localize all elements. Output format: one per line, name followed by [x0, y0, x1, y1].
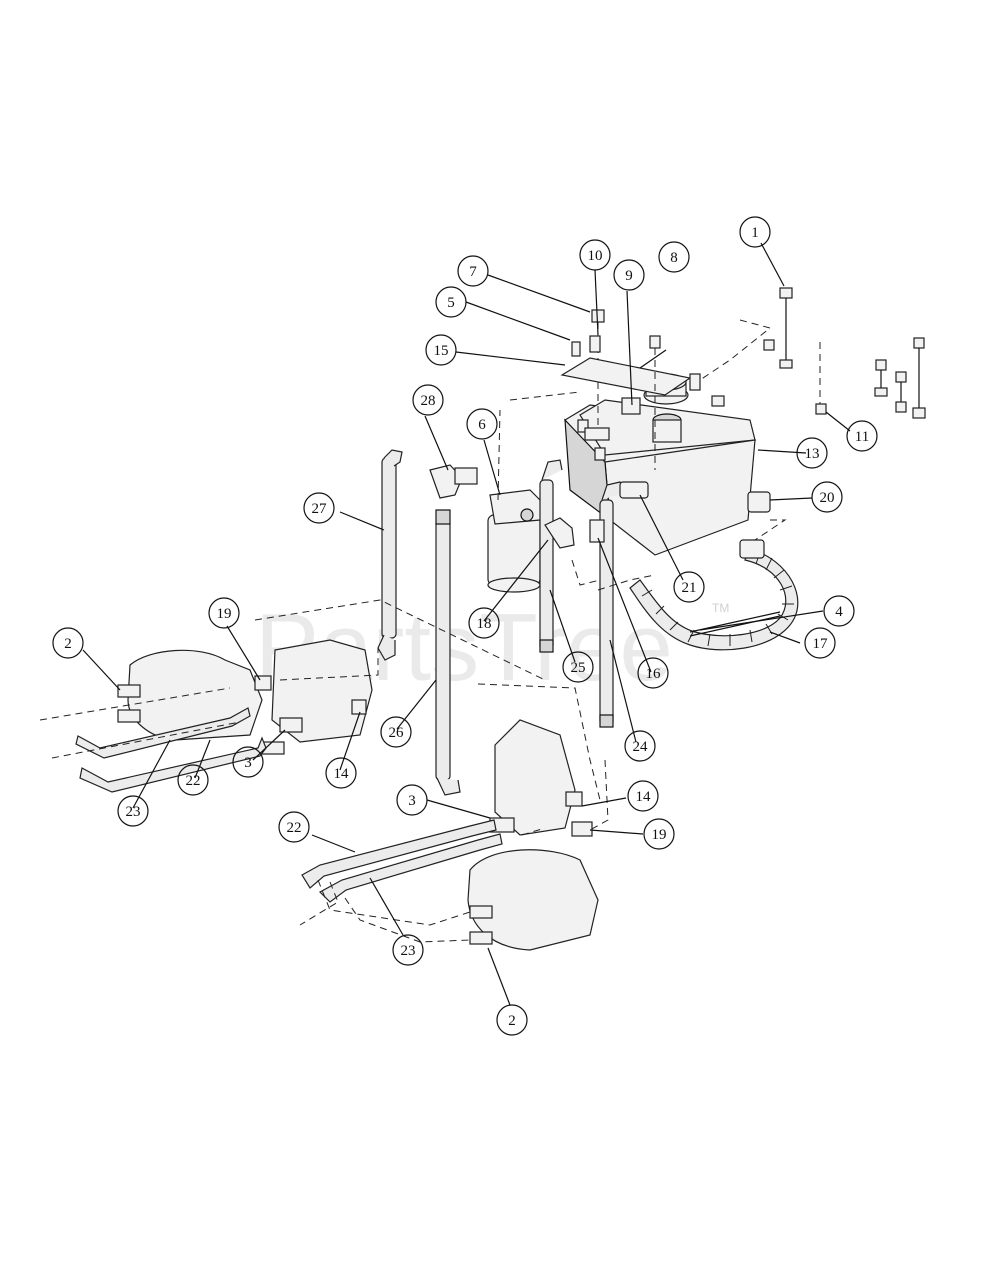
- svg-text:13: 13: [805, 446, 820, 462]
- svg-text:19: 19: [217, 606, 232, 622]
- callout-3: 3: [396, 784, 428, 816]
- callout-26: 26: [380, 716, 412, 748]
- svg-text:4: 4: [835, 604, 843, 620]
- svg-text:23: 23: [401, 943, 416, 959]
- callout-7: 7: [457, 255, 489, 287]
- svg-text:2: 2: [64, 636, 72, 652]
- hose-26: [435, 509, 461, 796]
- svg-text:1: 1: [751, 225, 759, 241]
- svg-text:8: 8: [670, 250, 678, 266]
- callout-8: 8: [658, 241, 690, 273]
- callout-19: 19: [643, 818, 675, 850]
- svg-text:26: 26: [389, 725, 405, 741]
- svg-text:22: 22: [186, 773, 201, 789]
- callout-10: 10: [579, 239, 611, 271]
- callout-25: 25: [562, 651, 594, 683]
- svg-text:27: 27: [312, 501, 328, 517]
- right-pump: [467, 719, 599, 951]
- svg-text:21: 21: [682, 580, 697, 596]
- callout-19: 19: [208, 597, 240, 629]
- callout-2: 2: [52, 627, 84, 659]
- callout-20: 20: [811, 481, 843, 513]
- callout-13: 13: [796, 437, 828, 469]
- callout-23: 23: [117, 795, 149, 827]
- svg-text:2: 2: [508, 1013, 516, 1029]
- callout-14: 14: [627, 780, 659, 812]
- svg-text:16: 16: [646, 666, 662, 682]
- right-hoses: [301, 819, 503, 903]
- svg-text:25: 25: [571, 660, 586, 676]
- callouts: 1 2 2 3 3 4 5 6 7 8 9 10 11 13 14 14 15 …: [52, 216, 878, 1036]
- callout-2: 2: [496, 1004, 528, 1036]
- leader-lines: [82, 242, 851, 1006]
- svg-text:14: 14: [334, 766, 350, 782]
- filter: [487, 489, 546, 593]
- svg-text:6: 6: [478, 417, 486, 433]
- dashed-connections: [39, 319, 787, 943]
- callout-21: 21: [673, 571, 705, 603]
- callout-14: 14: [325, 757, 357, 789]
- callout-28: 28: [412, 384, 444, 416]
- left-pump: [117, 639, 373, 755]
- svg-text:20: 20: [820, 490, 835, 506]
- callout-18: 18: [468, 607, 500, 639]
- svg-text:18: 18: [477, 616, 492, 632]
- fitting-21: [619, 481, 649, 499]
- svg-text:15: 15: [434, 343, 449, 359]
- callout-16: 16: [637, 657, 669, 689]
- fitting-20: [747, 491, 771, 513]
- callout-23: 23: [392, 934, 424, 966]
- callout-24: 24: [624, 730, 656, 762]
- callout-11: 11: [846, 420, 878, 452]
- svg-text:10: 10: [588, 248, 603, 264]
- callout-4: 4: [823, 595, 855, 627]
- callout-22: 22: [177, 764, 209, 796]
- callout-17: 17: [804, 627, 836, 659]
- callout-5: 5: [435, 286, 467, 318]
- hardware: [560, 287, 926, 470]
- fitting-16: [589, 519, 605, 543]
- hose-24: [599, 481, 625, 728]
- svg-text:23: 23: [126, 804, 141, 820]
- tee-fitting: [429, 464, 478, 499]
- svg-text:5: 5: [447, 295, 455, 311]
- hose-27: [377, 449, 403, 661]
- callout-27: 27: [303, 492, 335, 524]
- callout-1: 1: [739, 216, 771, 248]
- svg-text:14: 14: [636, 789, 652, 805]
- svg-text:7: 7: [469, 264, 477, 280]
- watermark-tm: TM: [712, 601, 729, 615]
- svg-text:3: 3: [408, 793, 416, 809]
- svg-text:19: 19: [652, 827, 667, 843]
- svg-text:11: 11: [855, 429, 869, 445]
- svg-text:17: 17: [813, 636, 829, 652]
- svg-text:9: 9: [625, 268, 633, 284]
- svg-text:28: 28: [421, 393, 436, 409]
- callout-6: 6: [466, 408, 498, 440]
- fitting-18: [544, 517, 575, 549]
- callout-22: 22: [278, 811, 310, 843]
- callout-3: 3: [232, 746, 264, 778]
- svg-text:3: 3: [244, 755, 252, 771]
- svg-text:24: 24: [633, 739, 649, 755]
- callout-9: 9: [613, 259, 645, 291]
- svg-text:22: 22: [287, 820, 302, 836]
- callout-15: 15: [425, 334, 457, 366]
